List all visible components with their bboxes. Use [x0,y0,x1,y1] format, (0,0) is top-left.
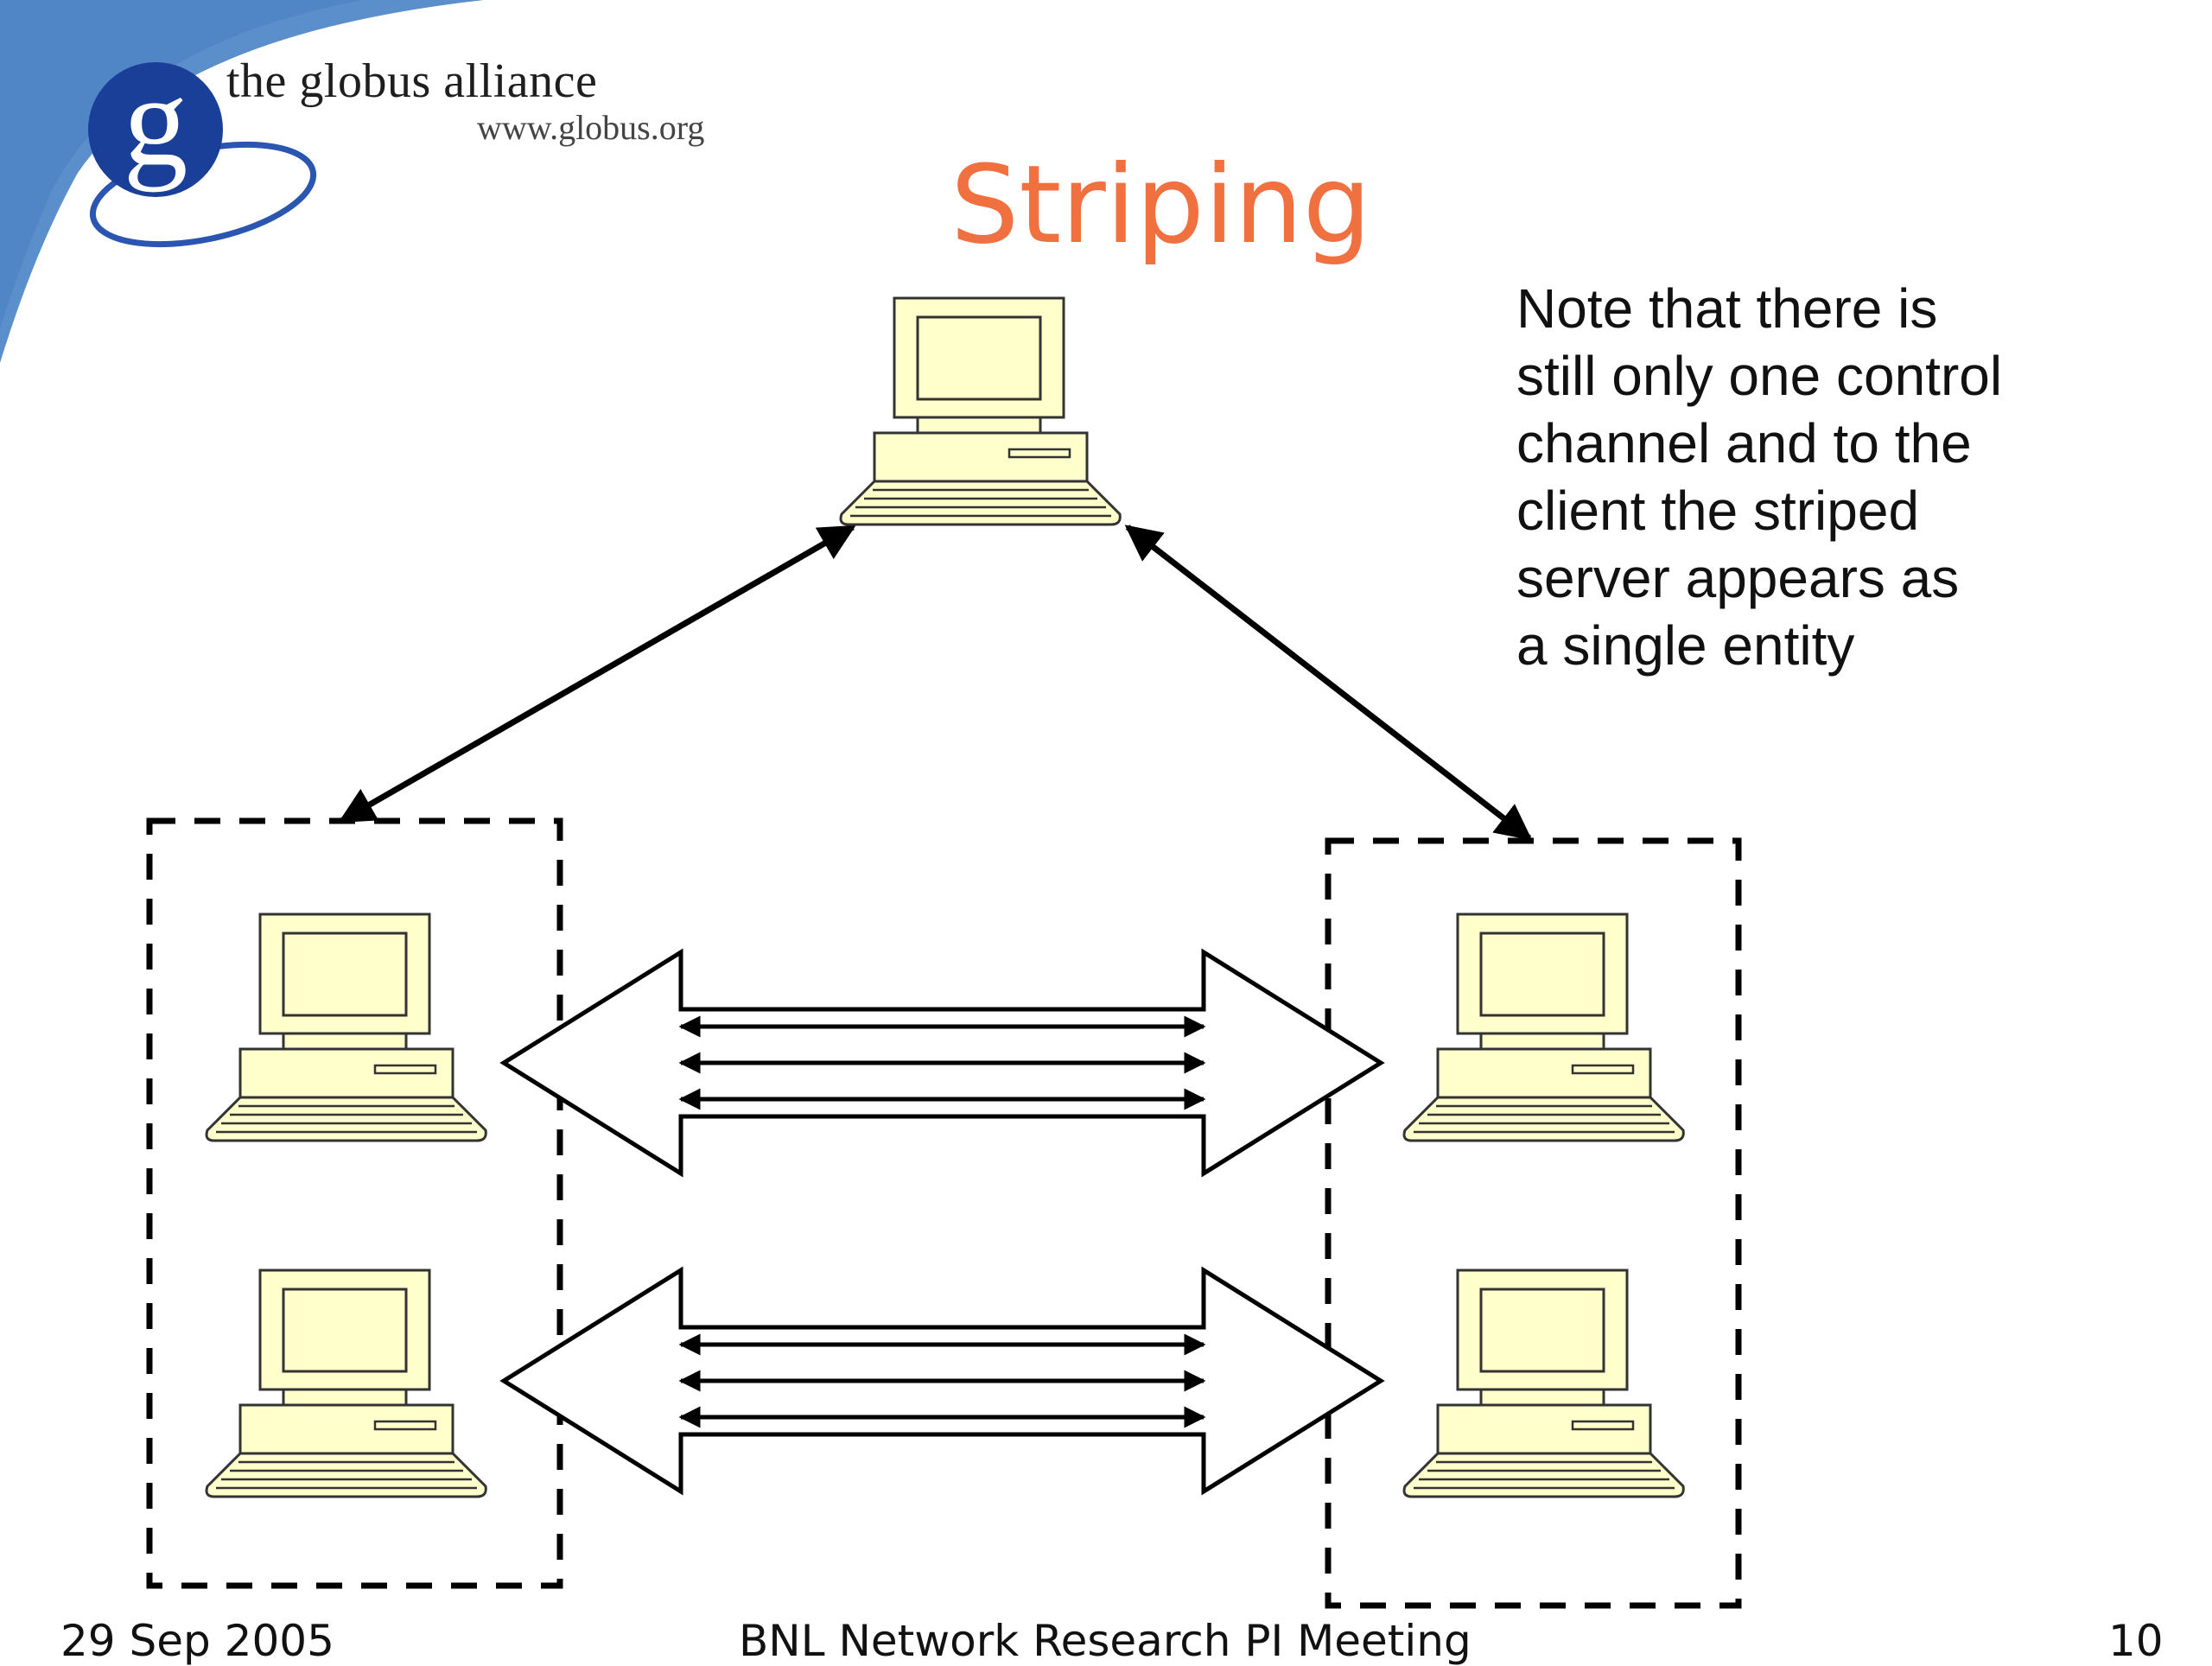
logo-org-name: the globus alliance [226,54,598,108]
data-transfer-arrow-top [504,952,1381,1173]
slide-title: Striping [950,143,1372,268]
control-channel-right [1124,525,1533,841]
corner-swoosh-highlight [0,0,363,328]
footer-event: BNL Network Research PI Meeting [739,1616,1471,1666]
note-line: still only one control [1516,345,2003,407]
server-group-right [1325,837,1742,1609]
note-line: channel and to the [1516,412,1972,474]
globus-logo-letter: g [124,49,188,193]
note-text: Note that there is still only one contro… [1516,275,2139,679]
server-computer-right-top [1402,912,1685,1142]
footer-page-number: 10 [2108,1616,2164,1666]
footer-date: 29 Sep 2005 [60,1616,334,1666]
server-computer-left-bottom [205,1269,487,1498]
note-line: Note that there is [1516,277,1938,340]
data-transfer-arrow-bottom [504,1270,1381,1491]
control-channel-left [338,524,856,824]
note-line: client the striped [1516,480,1920,542]
server-computer-right-bottom [1402,1269,1685,1498]
client-computer [839,296,1122,526]
server-computer-left-top [205,912,487,1142]
note-line: server appears as [1516,547,1960,609]
note-line: a single entity [1516,614,1855,677]
logo-url: www.globus.org [477,108,705,147]
globus-logo: g [88,49,317,248]
